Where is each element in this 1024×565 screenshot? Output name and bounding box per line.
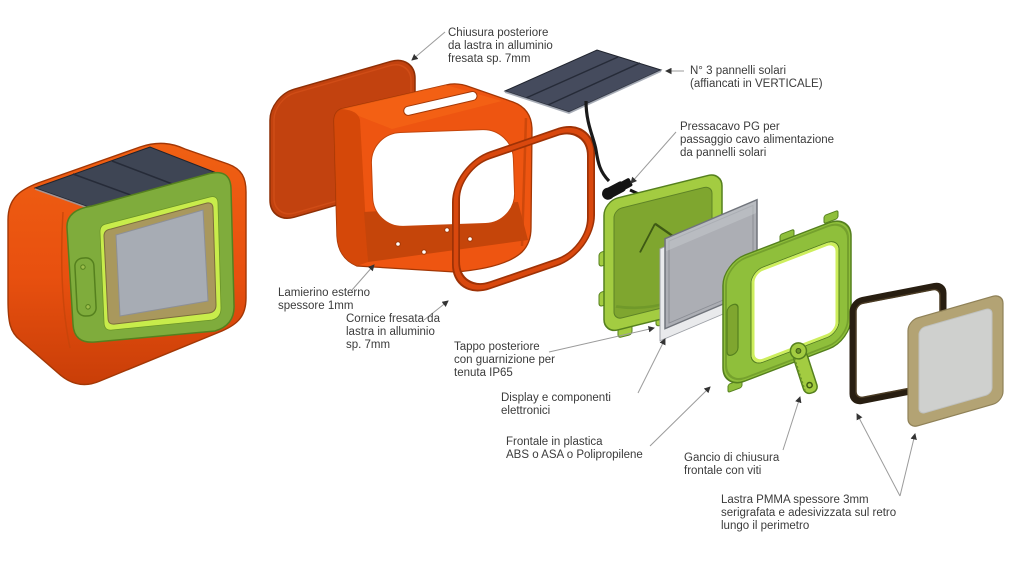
leader-cornice xyxy=(423,300,449,321)
labels: Chiusura posteriore da lastra in allumin… xyxy=(278,27,899,532)
leader-pressacavo xyxy=(630,131,677,184)
device-side-crease xyxy=(60,211,71,349)
leader-gancio xyxy=(782,396,802,451)
shell-front-opening xyxy=(370,129,516,227)
display-panel xyxy=(659,198,758,342)
label-tappo: Tappo posteriore con guarnizione per ten… xyxy=(454,341,558,379)
latch-hook xyxy=(789,342,818,395)
leader-pmma-sheet xyxy=(899,433,917,497)
device-latch xyxy=(74,257,97,317)
solar-cable xyxy=(584,100,611,183)
assembled-device xyxy=(7,142,247,386)
shell-back-band xyxy=(334,109,368,266)
label-frontale: Frontale in plastica ABS o ASA o Polipro… xyxy=(506,436,643,461)
leader-frontale xyxy=(649,386,711,447)
leader-lamierino xyxy=(351,264,375,291)
outer-shell xyxy=(333,83,533,273)
pmma-sheet xyxy=(907,295,1004,427)
label-gancio: Gancio di chiusura frontale con viti xyxy=(684,452,782,477)
shell-screw-holes xyxy=(395,227,473,255)
leader-pmma-gasket xyxy=(856,413,901,497)
frame-ring xyxy=(452,126,595,292)
device-screen xyxy=(115,209,209,317)
leader-tappo xyxy=(548,326,655,353)
label-display: Display e componenti elettronici xyxy=(501,392,614,417)
leader-chiusura xyxy=(411,31,446,61)
leader-lines xyxy=(351,31,917,497)
label-chiusura-posteriore: Chiusura posteriore da lastra in allumin… xyxy=(448,27,556,65)
cable-gland xyxy=(602,178,644,200)
solar-panels xyxy=(503,49,663,114)
shell-slot xyxy=(403,90,478,116)
label-cornice: Cornice fresata da lastra in alluminio s… xyxy=(346,313,443,351)
label-pressacavo: Pressacavo PG per passaggio cavo aliment… xyxy=(680,121,837,159)
label-lamierino: Lamierino esterno spessore 1mm xyxy=(278,287,373,312)
front-frame xyxy=(722,210,852,393)
label-pannelli-solari: N° 3 pannelli solari (affiancati in VERT… xyxy=(690,65,823,90)
label-pmma: Lastra PMMA spessore 3mm serigrafata e a… xyxy=(721,494,899,532)
leader-display xyxy=(637,338,666,394)
